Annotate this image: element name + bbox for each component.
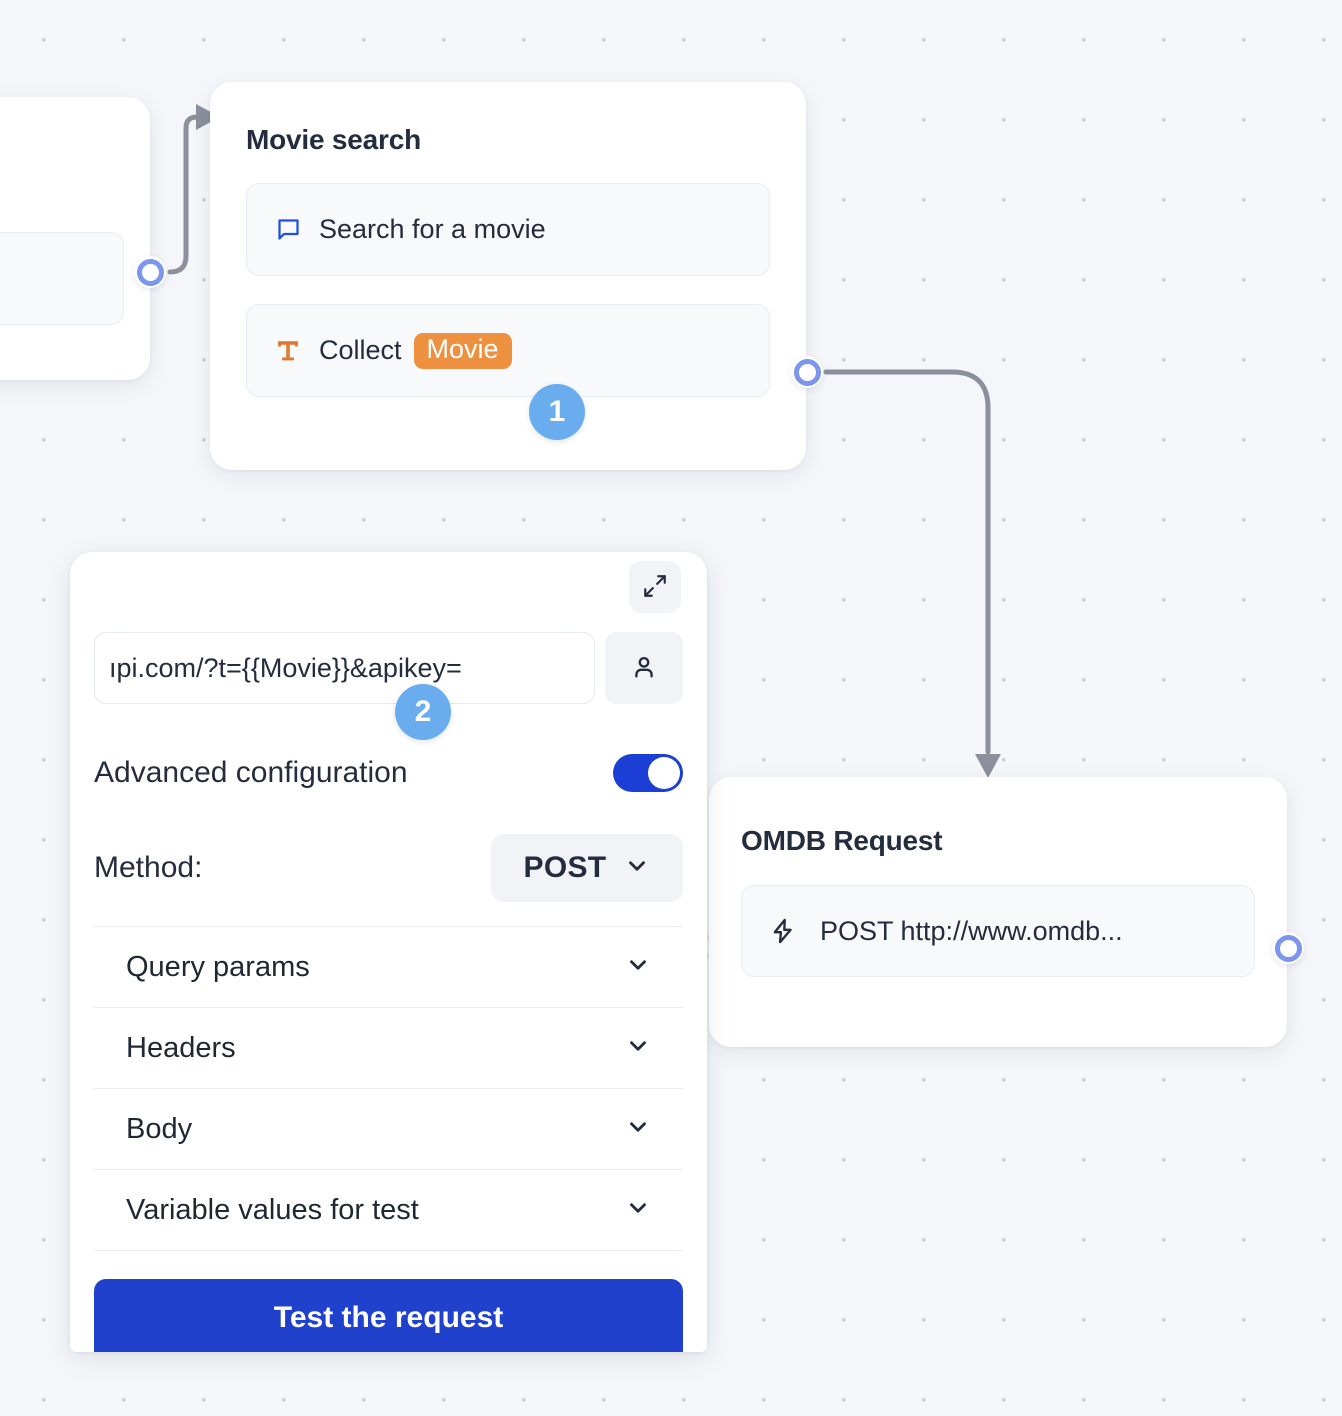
method-selected-value: POST xyxy=(523,851,607,884)
request-config-panel[interactable]: Advanced configuration Method: POST Quer… xyxy=(70,552,707,1352)
node-row-omdb-post[interactable]: POST http://www.omdb... xyxy=(741,885,1255,977)
node-row-search-for-a-movie[interactable]: Search for a movie xyxy=(246,183,770,276)
section-variable-values-for-test[interactable]: Variable values for test xyxy=(94,1170,683,1251)
node-row-label: Collect xyxy=(319,335,402,365)
chevron-down-icon xyxy=(625,1114,651,1145)
connector-handle-movie-search-output[interactable] xyxy=(791,356,823,388)
message-bubble-icon xyxy=(273,215,303,245)
chevron-down-icon xyxy=(624,853,650,884)
credentials-button[interactable] xyxy=(605,632,683,704)
step-badge-1: 1 xyxy=(529,384,585,440)
node-movie-search[interactable]: Movie search Search for a movie Collect … xyxy=(210,82,806,470)
method-label: Method: xyxy=(94,851,203,884)
advanced-configuration-toggle[interactable] xyxy=(613,754,683,792)
request-url-input[interactable] xyxy=(94,632,595,704)
method-select[interactable]: POST xyxy=(491,834,683,902)
expand-panel-button[interactable] xyxy=(629,561,681,613)
text-type-icon xyxy=(273,336,303,366)
chevron-down-icon xyxy=(625,1033,651,1064)
section-label: Body xyxy=(126,1112,193,1145)
test-the-request-button[interactable]: Test the request xyxy=(94,1279,683,1352)
node-omdb-request[interactable]: OMDB Request POST http://www.omdb... xyxy=(709,777,1287,1047)
connector-handle-previous-output[interactable] xyxy=(134,256,166,288)
section-label: Variable values for test xyxy=(126,1193,419,1226)
section-label: Query params xyxy=(126,950,310,983)
connector-handle-omdb-output[interactable] xyxy=(1272,932,1304,964)
node-row-label: POST http://www.omdb... xyxy=(820,915,1123,946)
node-movie-search-title: Movie search xyxy=(246,124,422,155)
url-row xyxy=(94,632,683,704)
person-icon xyxy=(630,653,658,684)
node-omdb-title: OMDB Request xyxy=(741,825,943,856)
chevron-down-icon xyxy=(625,1195,651,1226)
variable-chip-movie[interactable]: Movie xyxy=(413,332,512,369)
chevron-down-icon xyxy=(625,952,651,983)
node-row-label: Search for a movie xyxy=(319,214,546,244)
section-query-params[interactable]: Query params xyxy=(94,927,683,1008)
advanced-configuration-label: Advanced configuration xyxy=(94,756,408,789)
section-body[interactable]: Body xyxy=(94,1089,683,1170)
section-label: Headers xyxy=(126,1031,236,1064)
expand-diagonal-icon xyxy=(642,573,668,602)
step-badge-2: 2 xyxy=(395,684,451,740)
previous-node-row[interactable] xyxy=(0,232,124,325)
lightning-bolt-icon xyxy=(768,916,798,946)
method-row: Method: POST xyxy=(94,834,683,927)
previous-node-card[interactable] xyxy=(0,97,150,380)
section-headers[interactable]: Headers xyxy=(94,1008,683,1089)
node-row-collect-movie[interactable]: Collect Movie xyxy=(246,304,770,397)
advanced-configuration-row: Advanced configuration xyxy=(94,754,683,792)
